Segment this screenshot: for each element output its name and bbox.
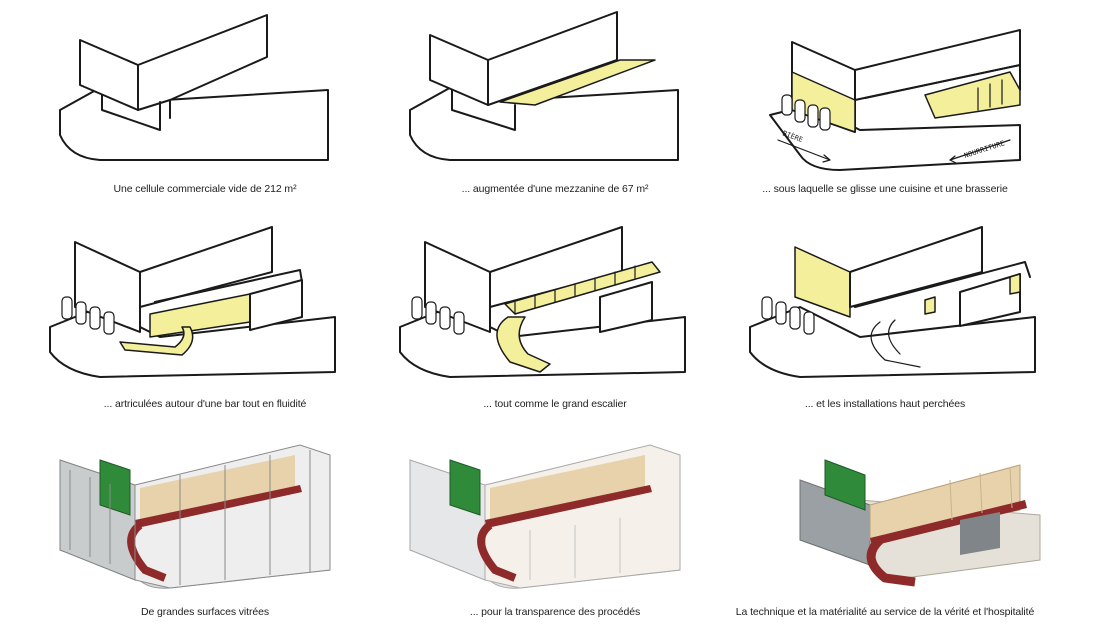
caption-9: La technique et la matérialité au servic… (735, 606, 1035, 618)
sketch-empty-cell-drawing (59, 14, 329, 161)
sketch-installations-drawing (749, 226, 1036, 378)
sketch-mezzanine-drawing (409, 11, 679, 161)
render-transparency-drawing (409, 444, 681, 589)
sketch-installations (720, 222, 1050, 422)
render-materiality-drawing (799, 459, 1041, 587)
label-biere: BIÈRE (781, 128, 804, 144)
brewing-tanks (781, 94, 831, 131)
sketch-staircase-drawing (399, 226, 686, 378)
sketch-staircase (390, 222, 720, 422)
render-glazed-surfaces-drawing (59, 444, 331, 589)
caption-7: De grandes surfaces vitrées (140, 606, 270, 618)
caption-4: ... artriculées autour d'une bar tout en… (103, 398, 307, 410)
caption-8: ... pour la transparence des procédés (469, 606, 641, 618)
render-transparency (390, 440, 720, 600)
caption-6: ... et les installations haut perchées (804, 398, 966, 410)
sketch-bar-drawing (49, 226, 336, 378)
sketch-mezzanine (390, 10, 720, 210)
render-glazed-surfaces (40, 440, 370, 600)
brewing-tanks-row2 (61, 296, 115, 335)
sketch-kitchen-brasserie-drawing: BIÈRE NOURRITURE (769, 29, 1021, 171)
caption-1: Une cellule commerciale vide de 212 m² (113, 183, 297, 195)
caption-2: ... augmentée d'une mezzanine de 67 m² (461, 183, 649, 195)
brewing-tanks-row2b (411, 296, 465, 335)
sketch-bar (40, 222, 370, 422)
caption-5: ... tout comme le grand escalier (483, 398, 627, 410)
caption-3: ... sous laquelle se glisse une cuisine … (762, 183, 1008, 195)
sketch-kitchen-brasserie: BIÈRE NOURRITURE (720, 10, 1050, 210)
sketch-empty-cell (40, 10, 370, 210)
label-nourriture: NOURRITURE (963, 139, 1006, 160)
brewing-tanks-row2c (761, 296, 815, 335)
render-materiality (720, 440, 1050, 600)
